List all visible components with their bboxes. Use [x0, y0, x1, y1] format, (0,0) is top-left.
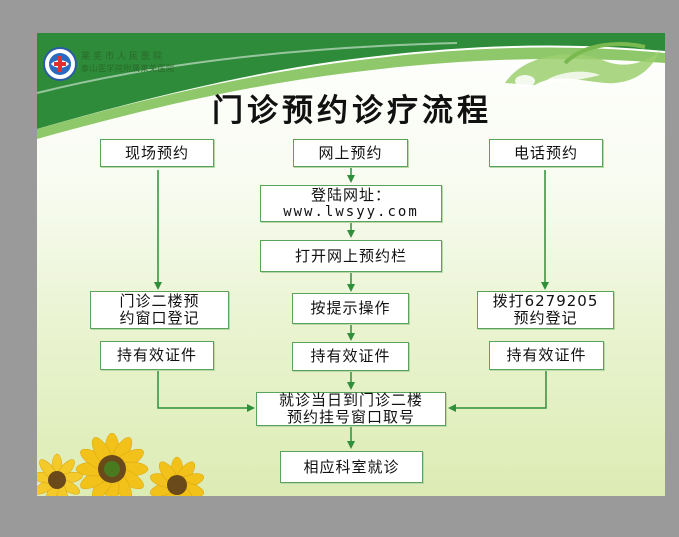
arrow-right-merge [448, 371, 547, 412]
visit-department-box: 相应科室就诊 [280, 451, 423, 483]
id-middle-box: 持有效证件 [292, 342, 409, 371]
hospital-logo [43, 47, 77, 81]
pickup-line1: 就诊当日到门诊二楼 [278, 391, 423, 409]
login-website-box: 登陆网址： www.lwsyy.com [260, 185, 442, 222]
swirl-ornament [505, 42, 660, 87]
pickup-number-box: 就诊当日到门诊二楼 预约挂号窗口取号 [256, 392, 446, 426]
open-online-box: 打开网上预约栏 [260, 240, 442, 272]
online-booking-label: 网上预约 [318, 143, 383, 162]
sunflower-decoration [37, 433, 205, 496]
id-left-label: 持有效证件 [116, 346, 197, 364]
login-label: 登陆网址： [310, 185, 391, 204]
dial-register-line2: 预约登记 [513, 309, 578, 327]
id-right-label: 持有效证件 [506, 346, 587, 364]
window-register-line1: 门诊二楼预 [119, 292, 200, 310]
dial-register-line1: 拨打6279205 [492, 292, 599, 310]
window-register-box: 门诊二楼预 约窗口登记 [90, 291, 229, 329]
page-title: 门诊预约诊疗流程 [212, 93, 492, 129]
id-middle-label: 持有效证件 [310, 347, 391, 365]
follow-prompt-label: 按提示操作 [310, 299, 391, 317]
hospital-name: 莱芜市人民医院 [81, 52, 166, 62]
hospital-subtitle: 泰山医学院附属莱芜医院 [81, 64, 175, 73]
onsite-booking-label: 现场预约 [124, 143, 189, 162]
poster: 莱芜市人民医院 泰山医学院附属莱芜医院 门诊预约诊疗流程 [37, 33, 665, 496]
id-right-box: 持有效证件 [489, 341, 604, 370]
window-register-line2: 约窗口登记 [119, 309, 200, 327]
flow-arrows [154, 167, 549, 449]
pickup-line2: 预约挂号窗口取号 [286, 408, 415, 426]
onsite-booking-box: 现场预约 [100, 139, 214, 167]
phone-booking-box: 电话预约 [489, 139, 603, 167]
dial-register-box: 拨打6279205 预约登记 [477, 291, 614, 329]
header-band [37, 33, 665, 139]
open-online-label: 打开网上预约栏 [294, 246, 407, 265]
arrow-left-merge [157, 371, 255, 412]
sunflower-small [37, 453, 83, 496]
visit-department-label: 相应科室就诊 [303, 457, 400, 476]
sunflower-large [75, 433, 149, 496]
phone-booking-label: 电话预约 [513, 143, 578, 162]
sunflower-right [149, 456, 205, 496]
id-left-box: 持有效证件 [100, 341, 214, 370]
follow-prompt-box: 按提示操作 [292, 293, 409, 324]
online-booking-box: 网上预约 [293, 139, 408, 167]
website-url: www.lwsyy.com [283, 203, 419, 220]
